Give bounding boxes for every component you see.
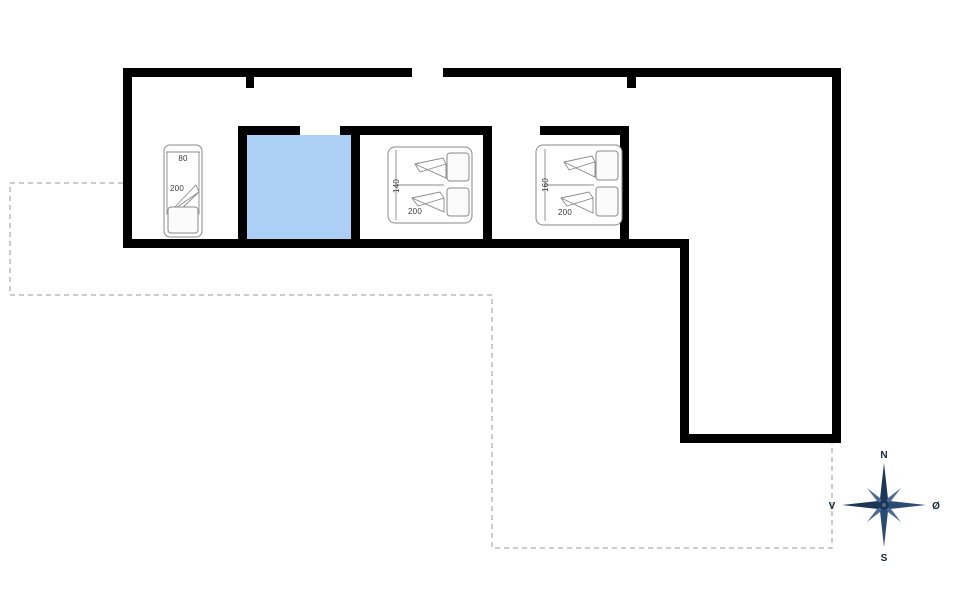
furniture-double-bed-140[interactable]: 140 200 [387, 146, 473, 224]
wall-stub-top-627 [627, 68, 636, 88]
wall-partition-blue-bed1 [351, 134, 360, 244]
wall-head-blue-left [238, 126, 300, 135]
boundary-path-left [9, 182, 833, 549]
compass-needle-north [880, 463, 888, 505]
compass-label-east: Ø [932, 501, 940, 512]
wall-top-right-segment [443, 68, 841, 77]
wall-lwing-junction-stub [648, 239, 688, 248]
wall-partition-bed1-bed2 [483, 126, 492, 244]
compass-needle-se [884, 505, 901, 522]
wall-head-blue-right [340, 126, 400, 135]
compass-hub-center [882, 503, 886, 507]
room-fills [247, 135, 351, 239]
wall-lwing-left [680, 239, 689, 443]
wall-head-bedroom2 [540, 126, 628, 135]
bed-single-width-label: 80 [178, 154, 188, 163]
compass-label-north: N [880, 450, 887, 461]
bed-140-pillow-bottom [446, 187, 470, 217]
compass-needle-ne [884, 488, 901, 505]
bed-140-duvet-crease-bottom [411, 197, 445, 213]
wall-partition-left-blue [238, 126, 247, 244]
wall-left-exterior [123, 68, 132, 248]
property-boundary-dashed [9, 182, 833, 549]
building-walls [123, 68, 841, 443]
bed-140-pillow-top [446, 152, 470, 182]
bed-160-length-label: 200 [558, 208, 572, 217]
furniture-single-bed-80[interactable]: 80 200 [163, 144, 203, 238]
bed-160-width-label: 160 [541, 178, 550, 192]
wall-right-exterior [832, 68, 841, 443]
compass-rose: N S Ø V [829, 450, 940, 564]
compass-needle-east [884, 501, 926, 509]
bed-single-pillow [167, 206, 199, 234]
bed-140-width-label: 140 [392, 179, 401, 193]
bed-160-duvet-crease-bottom [560, 197, 594, 214]
bed-140-duvet-crease-top [414, 163, 447, 179]
room-selected-blue[interactable] [247, 135, 351, 239]
compass-needle-sw [867, 505, 884, 522]
wall-partition-bed2-east [620, 126, 629, 244]
bed-140-length-label: 200 [408, 207, 422, 216]
bed-160-duvet-crease-top [563, 161, 596, 178]
wall-top-left-segment [123, 68, 412, 77]
wall-lwing-bottom [680, 434, 841, 443]
compass-needle-west [842, 501, 884, 509]
compass-needle-nw [867, 488, 884, 505]
bed-160-pillow-top [595, 150, 619, 181]
wall-stub-top-246 [246, 68, 254, 88]
compass-label-west: V [829, 501, 836, 512]
wall-bottom-main [123, 239, 688, 248]
bed-160-pillow-bottom [595, 186, 619, 217]
compass-label-south: S [881, 553, 888, 564]
bed-single-length-label: 200 [170, 184, 184, 193]
furniture-double-bed-160[interactable]: 160 200 [535, 144, 623, 226]
wall-head-bedroom1 [395, 126, 492, 135]
compass-needle-south [880, 505, 888, 547]
